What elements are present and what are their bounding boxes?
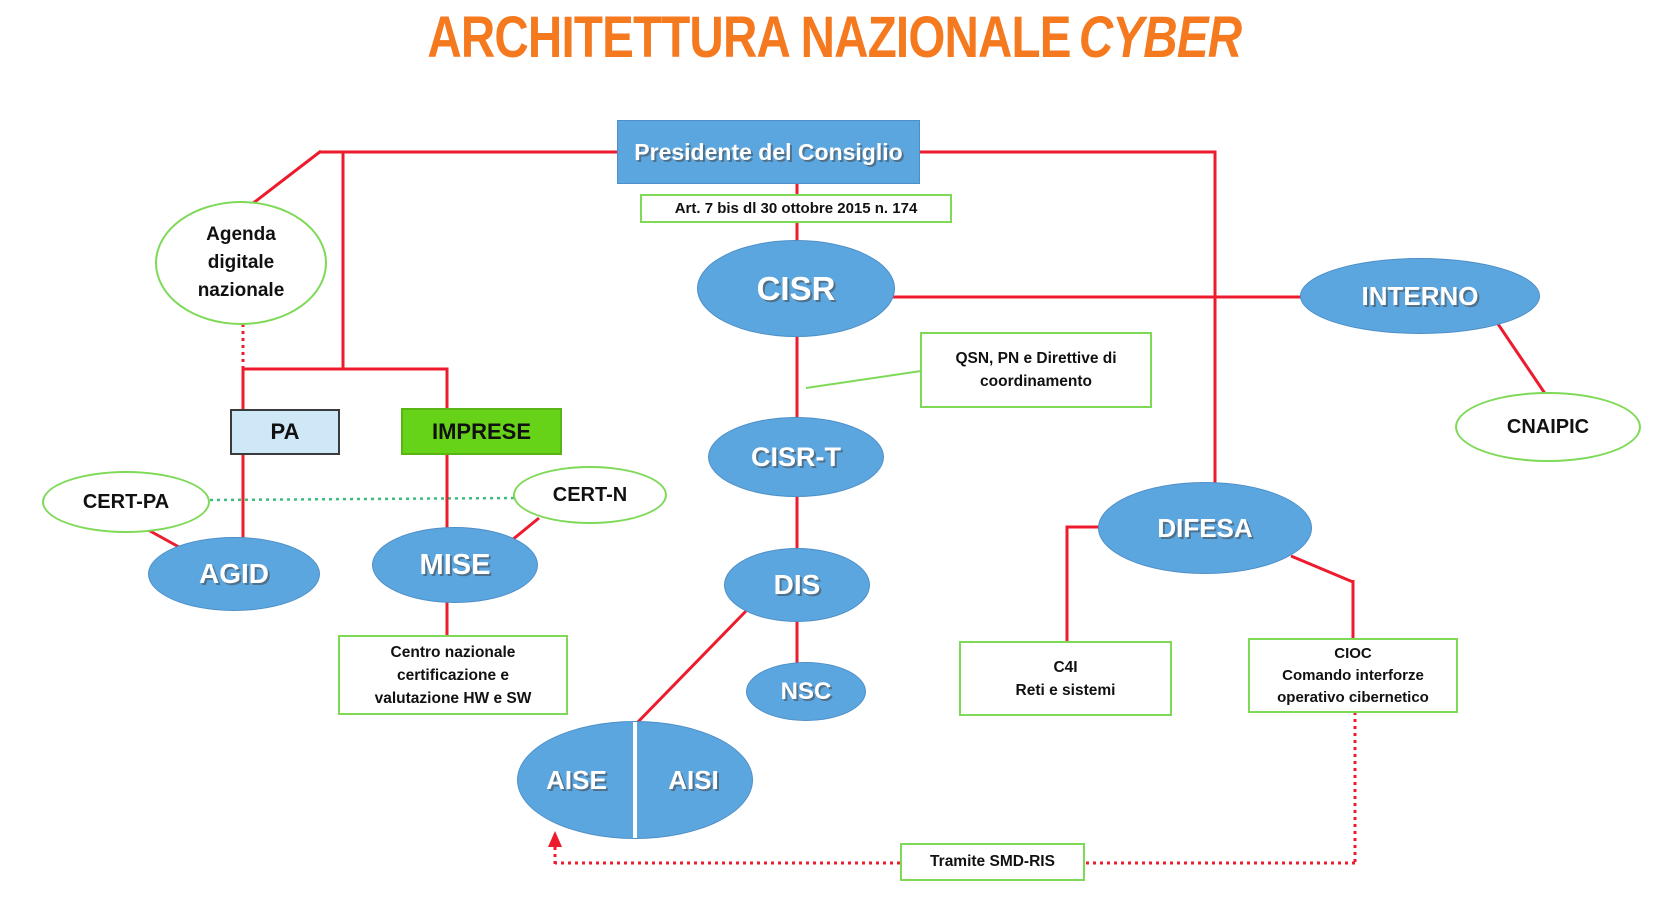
- node-imprese: IMPRESE: [401, 408, 562, 455]
- node-centro-certificazione: Centro nazionale certificazione e valuta…: [338, 635, 568, 715]
- centro-line-3: valutazione HW e SW: [374, 689, 532, 707]
- node-difesa: DIFESA: [1098, 482, 1312, 574]
- title-emphasis: CYBER: [1078, 5, 1242, 70]
- node-presidente-del-consiglio: Presidente del Consiglio: [617, 120, 920, 184]
- cioc-line-1: CIOC: [1334, 644, 1372, 662]
- aisi-half: AISI: [635, 765, 752, 796]
- arrowhead-to-aise: [548, 831, 562, 847]
- dis-label: DIS: [773, 569, 821, 600]
- imprese-label: IMPRESE: [431, 418, 532, 444]
- agenda-line-1: Agenda: [206, 224, 276, 245]
- interno-label: INTERNO: [1361, 280, 1479, 311]
- link-difesa-to-cioc-diag: [1290, 554, 1354, 584]
- cert-n-label: CERT-N: [552, 483, 628, 506]
- link-qsn-pointer: [805, 370, 922, 389]
- agid-label: AGID: [199, 558, 269, 589]
- link-dis-aise: [634, 609, 748, 726]
- node-mise: MISE: [372, 527, 538, 603]
- node-cisr: CISR: [697, 240, 895, 337]
- cisr-label: CISR: [756, 269, 836, 307]
- node-nsc: NSC: [746, 662, 866, 721]
- aisi-label: AISI: [668, 764, 719, 795]
- node-aise-aisi: AISE AISI: [517, 721, 753, 839]
- node-cert-pa: CERT-PA: [42, 471, 210, 533]
- node-agid: AGID: [148, 537, 320, 611]
- art7-text: Art. 7 bis dl 30 ottobre 2015 n. 174: [674, 200, 918, 217]
- link-certpa-certn-dotted: [209, 496, 515, 502]
- link-left-to-agenda: [251, 149, 322, 206]
- cioc-line-3: operativo cibernetico: [1277, 688, 1429, 706]
- node-presidente-label: Presidente del Consiglio: [634, 138, 903, 165]
- aise-aisi-divider: [633, 722, 637, 838]
- node-cisr-t: CISR-T: [708, 417, 884, 497]
- aise-label: AISE: [546, 764, 607, 795]
- node-cioc: CIOC Comando interforze operativo cibern…: [1248, 638, 1458, 713]
- title-main: ARCHITETTURA NAZIONALE: [427, 5, 1071, 70]
- qsn-line-2: coordinamento: [980, 373, 1092, 390]
- node-tramite-smd-ris: Tramite SMD-RIS: [900, 843, 1085, 881]
- node-pa: PA: [230, 409, 340, 455]
- centro-line-2: certificazione e: [397, 666, 509, 684]
- link-interno-cnaipic: [1496, 323, 1548, 396]
- centro-line-1: Centro nazionale: [390, 643, 516, 661]
- tramite-label: Tramite SMD-RIS: [930, 853, 1055, 870]
- cnaipic-label: CNAIPIC: [1506, 415, 1590, 438]
- node-agenda-digitale-nazionale: Agenda digitale nazionale: [155, 201, 327, 325]
- agenda-line-2: digitale: [207, 252, 275, 273]
- nsc-label: NSC: [780, 677, 832, 705]
- node-qsn-note: QSN, PN e Direttive di coordinamento: [920, 332, 1152, 408]
- node-cnaipic: CNAIPIC: [1455, 392, 1641, 462]
- qsn-line-1: QSN, PN e Direttive di: [955, 350, 1117, 367]
- difesa-label: DIFESA: [1157, 512, 1253, 543]
- node-interno: INTERNO: [1300, 258, 1540, 334]
- c4i-line-1: C4I: [1053, 658, 1078, 676]
- node-cert-n: CERT-N: [513, 466, 667, 524]
- cert-pa-label: CERT-PA: [82, 490, 170, 513]
- pa-label: PA: [270, 419, 300, 444]
- cioc-line-2: Comando interforze: [1282, 666, 1424, 684]
- cisr-t-label: CISR-T: [751, 441, 841, 472]
- node-art7-label: Art. 7 bis dl 30 ottobre 2015 n. 174: [640, 194, 952, 223]
- node-dis: DIS: [724, 548, 870, 622]
- c4i-line-2: Reti e sistemi: [1015, 681, 1116, 699]
- agenda-line-3: nazionale: [197, 280, 285, 301]
- mise-label: MISE: [419, 548, 491, 581]
- node-c4i: C4I Reti e sistemi: [959, 641, 1172, 716]
- aise-half: AISE: [518, 765, 635, 796]
